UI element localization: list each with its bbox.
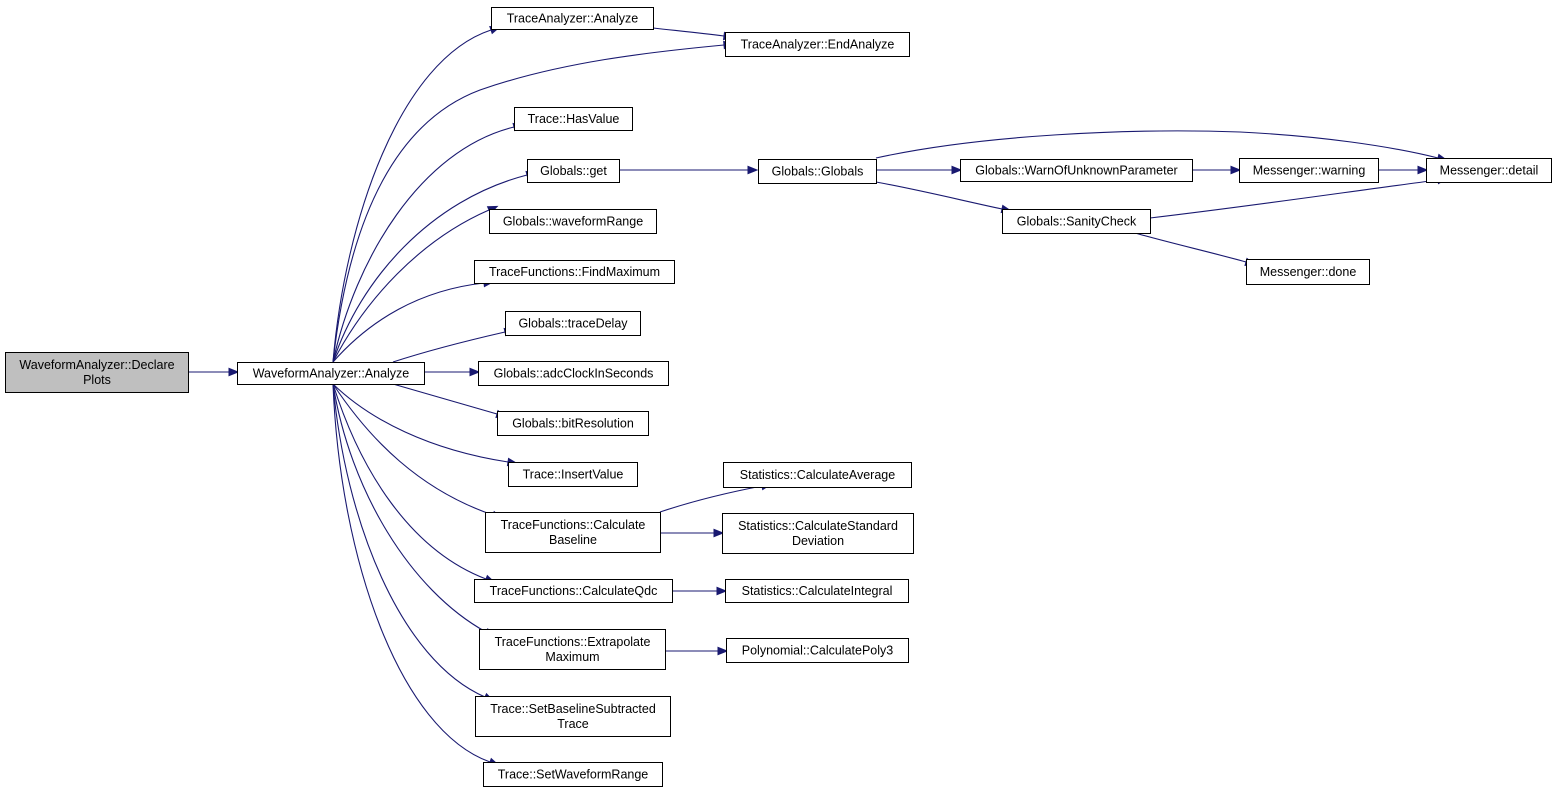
- edge-n17-n19: [875, 181, 1013, 214]
- node-label: Trace::InsertValue: [523, 468, 624, 482]
- node-label: Trace::SetBaselineSubtracted: [490, 702, 656, 716]
- graph-node-n11[interactable]: Trace::InsertValue: [508, 462, 638, 487]
- node-label: TraceAnalyzer::EndAnalyze: [741, 38, 895, 52]
- node-label: Messenger::warning: [1253, 164, 1366, 178]
- edge-n14-n26: [665, 646, 729, 656]
- graph-node-n18[interactable]: Globals::WarnOfUnknownParameter: [960, 159, 1193, 182]
- arrowhead-n1-n9: [469, 367, 481, 377]
- arrowhead-n18-n20: [1230, 165, 1242, 175]
- node-label: Trace::SetWaveformRange: [498, 768, 649, 782]
- node-label: Globals::get: [540, 164, 607, 178]
- graph-node-n23[interactable]: Statistics::CalculateAverage: [723, 462, 912, 488]
- edge-n13-n25: [672, 586, 728, 596]
- node-label: Globals::SanityCheck: [1017, 215, 1137, 229]
- edge-n1-n7: [332, 278, 495, 363]
- edge-n2-n3: [652, 27, 735, 41]
- edge-n1-n15: [332, 383, 495, 702]
- node-label: Plots: [83, 373, 111, 387]
- edge-n20-n21: [1378, 165, 1429, 175]
- edge-n1-n10: [392, 383, 507, 419]
- node-label: WaveformAnalyzer::Analyze: [253, 367, 410, 381]
- node-label: TraceFunctions::FindMaximum: [489, 265, 660, 279]
- node-label: Statistics::CalculateIntegral: [742, 584, 893, 598]
- edge-n18-n20: [1192, 165, 1242, 175]
- node-label: Trace: [557, 717, 589, 731]
- graph-node-n20[interactable]: Messenger::warning: [1239, 158, 1379, 183]
- graph-node-n16[interactable]: Trace::SetWaveformRange: [483, 762, 663, 787]
- node-label: Globals::adcClockInSeconds: [494, 367, 654, 381]
- arrowhead-n14-n26: [717, 646, 729, 656]
- graph-node-n6[interactable]: Globals::waveformRange: [489, 209, 657, 234]
- node-label: WaveformAnalyzer::Declare: [19, 358, 174, 372]
- edge-n1-n12: [332, 383, 503, 519]
- node-label: Baseline: [549, 533, 597, 547]
- graph-node-n22[interactable]: Messenger::done: [1246, 259, 1370, 285]
- node-label: Trace::HasValue: [528, 112, 620, 126]
- graph-node-n10[interactable]: Globals::bitResolution: [497, 411, 649, 436]
- graph-node-n1[interactable]: WaveformAnalyzer::Analyze: [237, 362, 425, 385]
- node-label: Globals::waveformRange: [503, 215, 643, 229]
- edge-n1-n8: [392, 327, 516, 363]
- graph-node-n21[interactable]: Messenger::detail: [1426, 158, 1552, 183]
- node-label: Globals::traceDelay: [518, 317, 628, 331]
- graph-node-n9[interactable]: Globals::adcClockInSeconds: [478, 361, 669, 386]
- arrowhead-n13-n25: [716, 586, 728, 596]
- node-label: Globals::Globals: [772, 165, 864, 179]
- arrowhead-n20-n21: [1417, 165, 1429, 175]
- node-label: Messenger::done: [1260, 265, 1357, 279]
- graph-node-n26[interactable]: Polynomial::CalculatePoly3: [726, 638, 909, 663]
- edge-n12-n24: [660, 528, 725, 538]
- graph-node-n19[interactable]: Globals::SanityCheck: [1002, 209, 1151, 234]
- node-label: Globals::WarnOfUnknownParameter: [975, 164, 1177, 178]
- edge-n0-n1: [188, 367, 240, 377]
- node-label: Globals::bitResolution: [512, 417, 634, 431]
- edge-n1-n9: [424, 367, 481, 377]
- edge-n5-n17: [619, 165, 759, 175]
- node-label: TraceAnalyzer::Analyze: [507, 12, 639, 26]
- graph-node-n17[interactable]: Globals::Globals: [758, 159, 877, 184]
- edge-n17-n21: [875, 130, 1449, 163]
- graph-node-n2[interactable]: TraceAnalyzer::Analyze: [491, 7, 654, 30]
- graph-node-n8[interactable]: Globals::traceDelay: [505, 311, 641, 336]
- edge-n1-n4: [332, 122, 525, 363]
- graph-node-n13[interactable]: TraceFunctions::CalculateQdc: [474, 579, 673, 603]
- node-label: Messenger::detail: [1440, 164, 1539, 178]
- graph-node-n25[interactable]: Statistics::CalculateIntegral: [725, 579, 909, 603]
- edge-n1-n16: [332, 383, 500, 766]
- edge-n17-n18: [876, 165, 963, 175]
- node-label: TraceFunctions::CalculateQdc: [490, 584, 658, 598]
- node-label: TraceFunctions::Extrapolate: [495, 635, 651, 649]
- arrowhead-n17-n18: [951, 165, 963, 175]
- node-label: Deviation: [792, 534, 844, 548]
- graph-node-n5[interactable]: Globals::get: [527, 159, 620, 183]
- graph-node-n7[interactable]: TraceFunctions::FindMaximum: [474, 260, 675, 284]
- node-label: Statistics::CalculateStandard: [738, 519, 898, 533]
- arrowhead-n0-n1: [228, 367, 240, 377]
- graph-node-n3[interactable]: TraceAnalyzer::EndAnalyze: [725, 32, 910, 57]
- node-label: Maximum: [545, 650, 599, 664]
- graph-node-n4[interactable]: Trace::HasValue: [514, 107, 633, 131]
- node-label: TraceFunctions::Calculate: [501, 518, 646, 532]
- node-label: Polynomial::CalculatePoly3: [742, 644, 894, 658]
- edge-n19-n22: [1134, 232, 1256, 267]
- arrowhead-n12-n24: [713, 528, 725, 538]
- arrowhead-n5-n17: [747, 165, 759, 175]
- node-label: Statistics::CalculateAverage: [740, 468, 895, 482]
